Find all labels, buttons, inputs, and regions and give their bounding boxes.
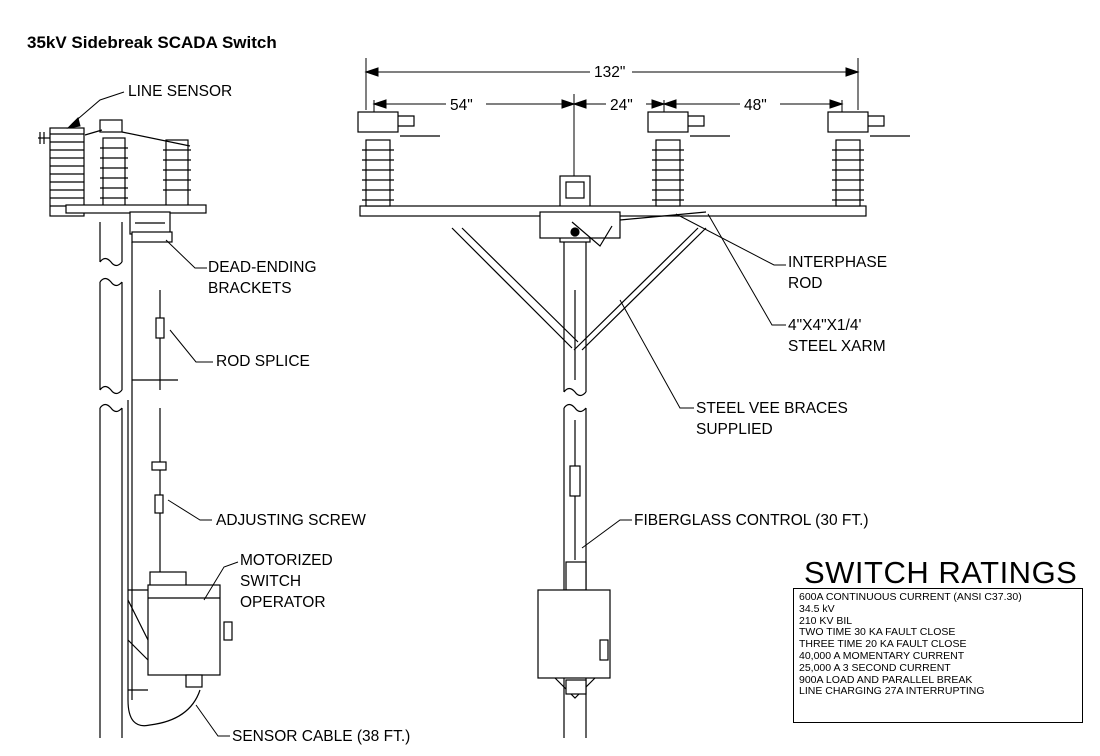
label-fiberglass-control: FIBERGLASS CONTROL (30 FT.) [634, 512, 869, 529]
side-view-operating-rod [131, 242, 178, 700]
dim-48: 48" [744, 97, 767, 114]
ratings-table: 600A CONTINUOUS CURRENT (ANSI C37.30)34.… [793, 588, 1083, 723]
rating-line: 40,000 A MOMENTARY CURRENT [799, 649, 965, 662]
label-xarm-1: 4"X4"X1/4' [788, 317, 861, 334]
rating-line: THREE TIME 20 KA FAULT CLOSE [799, 638, 967, 651]
dimension-labels: 132" 54" 24" 48" [446, 62, 780, 114]
dim-24: 24" [610, 97, 633, 114]
side-view-pole [99, 222, 123, 738]
side-view-insulators [84, 119, 191, 207]
ratings-title: SWITCH RATINGS [804, 555, 1078, 590]
sensor-cable [127, 400, 201, 727]
rating-line: TWO TIME 30 KA FAULT CLOSE [799, 626, 956, 639]
label-motorized-3: OPERATOR [240, 594, 326, 611]
side-view-motor-operator [127, 571, 233, 691]
label-interphase-2: ROD [788, 275, 822, 292]
label-dead-ending-1: DEAD-ENDING [208, 259, 317, 276]
page-title: 35kV Sidebreak SCADA Switch [27, 33, 277, 52]
label-vee-braces-1: STEEL VEE BRACES [696, 400, 848, 417]
steel-crossarm [359, 205, 867, 247]
line-sensor-insulator [38, 127, 85, 217]
label-xarm-2: STEEL XARM [788, 338, 886, 355]
dim-54: 54" [450, 97, 473, 114]
left-leaders [66, 91, 239, 737]
side-view-base [65, 204, 207, 243]
front-view-control-rod [565, 420, 587, 591]
right-leaders [581, 213, 786, 549]
rating-line: 210 KV BIL [799, 614, 853, 627]
label-interphase-1: INTERPHASE [788, 254, 887, 271]
label-adjusting-screw: ADJUSTING SCREW [216, 512, 366, 529]
front-view-insulators [357, 111, 910, 207]
dim-overall: 132" [594, 64, 625, 81]
rating-line: 34.5 kV [799, 602, 835, 615]
rating-line: LINE CHARGING 27A INTERRUPTING [799, 685, 985, 698]
label-sensor-cable: SENSOR CABLE (38 FT.) [232, 728, 410, 745]
rating-line: 600A CONTINUOUS CURRENT (ANSI C37.30) [799, 591, 1022, 603]
label-motorized-1: MOTORIZED [240, 552, 333, 569]
label-motorized-2: SWITCH [240, 573, 301, 590]
label-vee-braces-2: SUPPLIED [696, 421, 773, 438]
label-rod-splice: ROD SPLICE [216, 353, 310, 370]
label-line-sensor: LINE SENSOR [128, 83, 232, 100]
label-dead-ending-2: BRACKETS [208, 280, 292, 297]
rating-line: 25,000 A 3 SECOND CURRENT [799, 661, 951, 674]
callout-labels: LINE SENSOR DEAD-ENDING BRACKETS ROD SPL… [128, 83, 887, 745]
rating-line: 900A LOAD AND PARALLEL BREAK [799, 673, 973, 686]
vee-braces [451, 227, 707, 351]
fiberglass-control-box [537, 589, 611, 699]
